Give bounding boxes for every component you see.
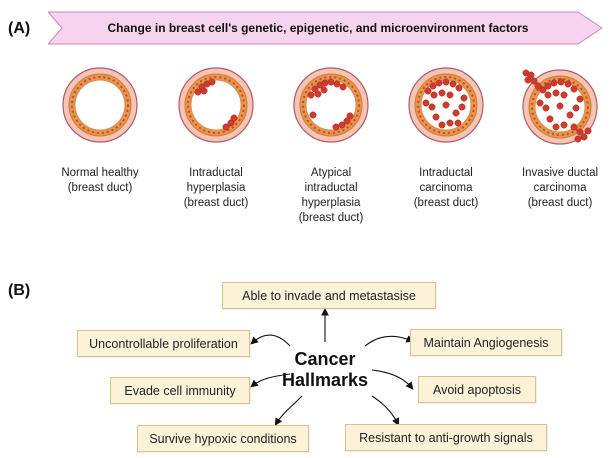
hallmark-uncontrollable-proliferation: Uncontrollable proliferation xyxy=(77,330,250,357)
panel-b-label: (B) xyxy=(8,282,31,299)
duct-intraductal-carcinoma xyxy=(408,67,484,143)
banner-title: Change in breast cell's genetic, epigene… xyxy=(107,21,529,35)
duct-atypical-hyperplasia xyxy=(293,67,369,143)
hallmark-invade-metastasise: Able to invade and metastasise xyxy=(222,282,436,309)
hallmark-resistant-anti-growth: Resistant to anti-growth signals xyxy=(345,424,547,451)
duct-invasive-carcinoma xyxy=(522,69,598,145)
duct-normal xyxy=(62,67,138,143)
banner-arrow xyxy=(48,11,603,45)
duct-hyperplasia xyxy=(178,67,254,143)
panel-a-label: (A) xyxy=(8,20,31,37)
stage-label-normal: Normal healthy(breast duct) xyxy=(61,167,139,194)
hallmark-avoid-apoptosis: Avoid apoptosis xyxy=(418,376,536,403)
cancer-hallmarks-title: Cancer Hallmarks xyxy=(281,349,369,390)
hallmark-maintain-angiogenesis: Maintain Angiogenesis xyxy=(410,329,562,356)
hallmark-evade-cell-immunity: Evade cell immunity xyxy=(110,377,250,404)
hallmark-survive-hypoxic: Survive hypoxic conditions xyxy=(137,425,309,452)
